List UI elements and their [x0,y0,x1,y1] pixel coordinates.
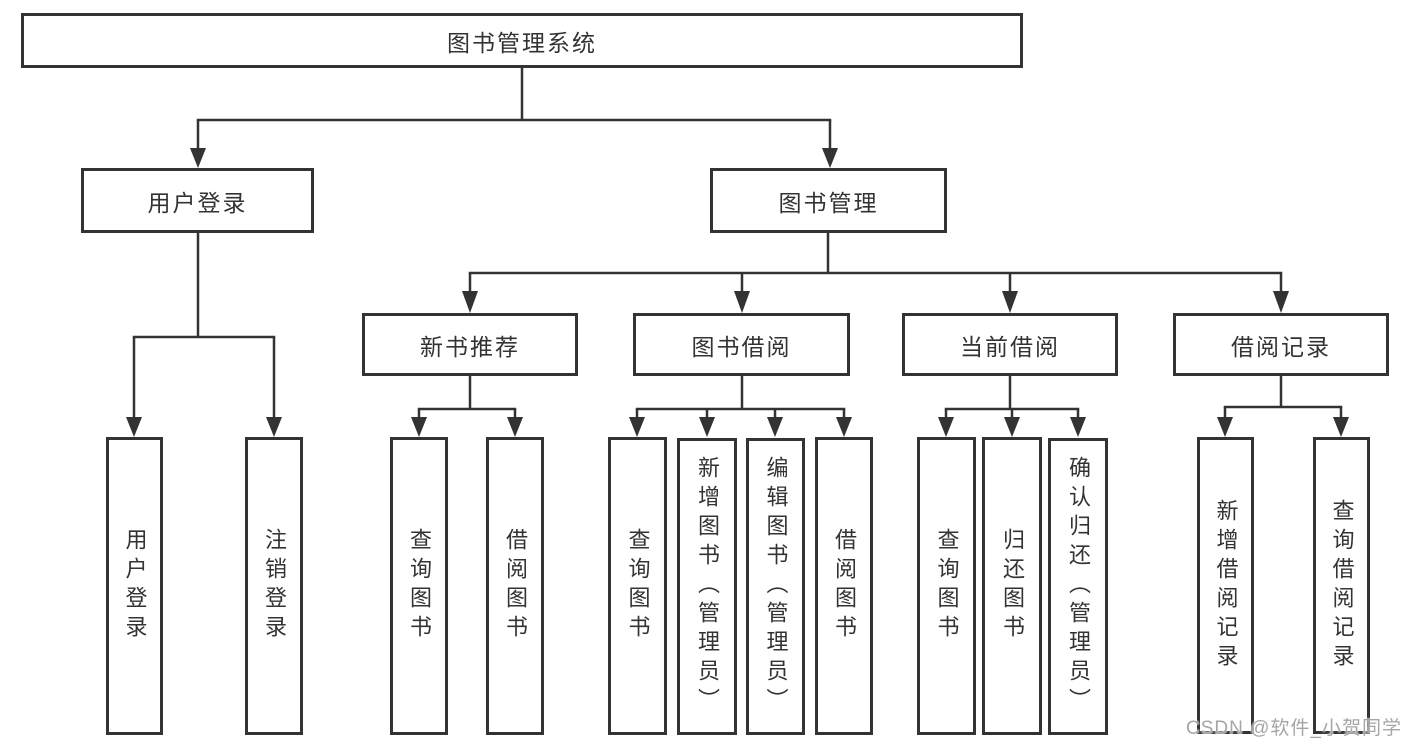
leaf-borrow-query-books: 查询图书 [608,437,667,735]
leaf-edit-books-admin-label: 编辑图书（管理员） [763,456,789,717]
node-book-borrow-label: 图书借阅 [691,333,792,360]
node-root: 图书管理系统 [21,13,1023,68]
leaf-newbook-borrow-books: 借阅图书 [486,437,544,735]
connector-root [190,68,838,168]
csdn-watermark: CSDN @软件_小贺同学 [1186,718,1402,739]
leaf-logout-label: 注销登录 [262,528,287,644]
node-new-book-recommend: 新书推荐 [362,313,578,376]
node-borrow-records-label: 借阅记录 [1231,333,1331,360]
node-user-login-branch: 用户登录 [81,168,314,233]
connector-new-book [411,376,523,437]
leaf-return-books: 归还图书 [982,437,1042,735]
connector-book-mgmt [462,233,1289,313]
leaf-add-borrow-record-label: 新增借阅记录 [1213,498,1239,673]
leaf-newbook-borrow-books-label: 借阅图书 [503,528,528,644]
leaf-logout: 注销登录 [245,437,303,735]
node-current-borrow-label: 当前借阅 [960,333,1060,360]
leaf-borrow-borrow-books: 借阅图书 [815,437,873,735]
node-borrow-records: 借阅记录 [1173,313,1389,376]
connector-current-borrow [938,376,1086,437]
node-root-label: 图书管理系统 [447,29,597,56]
leaf-query-borrow-record-label: 查询借阅记录 [1329,498,1355,673]
node-book-mgmt-branch-label: 图书管理 [778,189,879,216]
leaf-borrow-query-books-label: 查询图书 [625,528,651,644]
leaf-edit-books-admin: 编辑图书（管理员） [746,438,805,735]
node-user-login-branch-label: 用户登录 [147,189,248,216]
leaf-add-borrow-record: 新增借阅记录 [1197,437,1254,734]
leaf-current-query-books-label: 查询图书 [934,528,960,644]
leaf-add-books-admin: 新增图书（管理员） [677,438,737,735]
leaf-newbook-query-books: 查询图书 [390,437,448,735]
leaf-user-login: 用户登录 [106,437,163,735]
leaf-user-login-label: 用户登录 [122,528,148,644]
leaf-return-books-label: 归还图书 [1000,528,1025,644]
leaf-newbook-query-books-label: 查询图书 [407,528,432,644]
node-book-mgmt-branch: 图书管理 [710,168,947,233]
connector-borrow-records [1217,376,1349,437]
connector-user-login [126,233,282,437]
leaf-current-query-books: 查询图书 [917,437,976,735]
node-new-book-recommend-label: 新书推荐 [420,333,520,360]
leaf-confirm-return-admin-label: 确认归还（管理员） [1066,456,1091,717]
leaf-query-borrow-record: 查询借阅记录 [1313,437,1370,734]
leaf-add-books-admin-label: 新增图书（管理员） [695,456,720,717]
leaf-confirm-return-admin: 确认归还（管理员） [1048,438,1108,735]
node-current-borrow: 当前借阅 [902,313,1118,376]
leaf-borrow-borrow-books-label: 借阅图书 [832,528,857,644]
node-book-borrow: 图书借阅 [633,313,850,376]
connector-book-borrow [629,376,852,437]
